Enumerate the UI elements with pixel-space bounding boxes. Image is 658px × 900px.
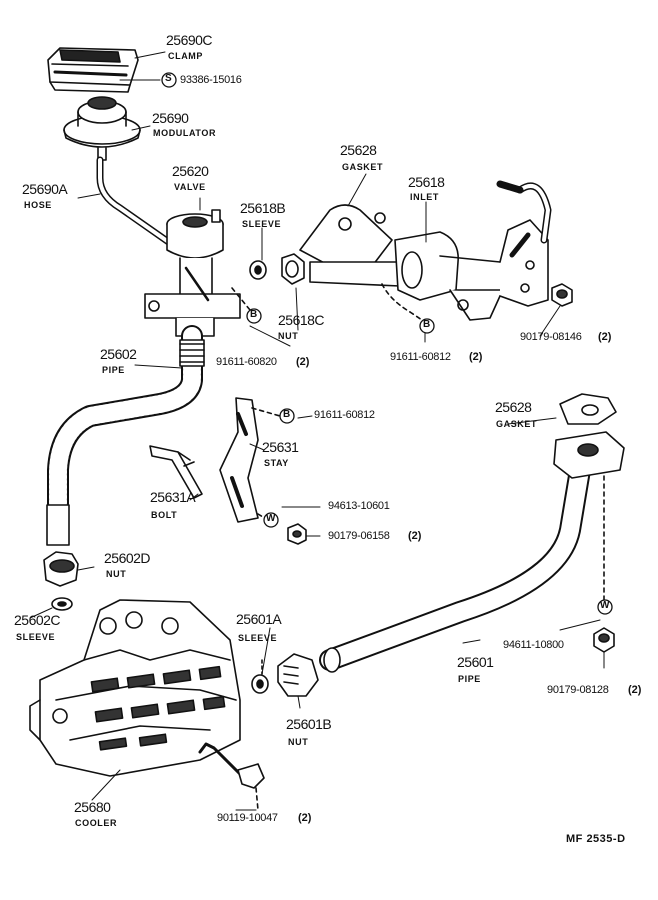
stay-drawing — [219, 397, 281, 523]
pipe-right-number: 25601 — [457, 654, 494, 670]
valve-number: 25620 — [172, 163, 209, 179]
fastener-94611-10800: 94611-10800 — [503, 639, 564, 651]
symbol-b-letter-2: B — [423, 319, 431, 330]
gasket-right-number: 25628 — [495, 399, 532, 415]
nut-90179-08128-drawing — [593, 627, 615, 653]
modulator-drawing — [63, 96, 141, 161]
qty-90179-08146: (2) — [598, 331, 612, 343]
sleeve-25602c-name: SLEEVE — [16, 632, 56, 642]
symbol-b-letter-1: B — [250, 309, 258, 320]
valve-name: VALVE — [174, 182, 206, 192]
symbol-b-circle-3 — [279, 408, 295, 424]
sleeve-25602c-number: 25602C — [14, 612, 61, 628]
gasket-top-name: GASKET — [342, 162, 384, 172]
fastener-91611-60812-a: 91611-60812 — [390, 351, 451, 363]
bolt-drawing — [149, 445, 203, 499]
cooler-drawing — [29, 599, 241, 777]
symbol-w-letter-1: W — [266, 513, 276, 524]
nut-25618c-drawing — [281, 253, 305, 285]
fastener-90179-08128: 90179-08128 — [547, 684, 609, 696]
inlet-name: INLET — [410, 192, 439, 202]
nut-90179-08146-drawing — [551, 283, 573, 307]
sleeve-25618b-name: SLEEVE — [242, 219, 282, 229]
nut-25602d-drawing — [43, 551, 79, 587]
nut-25601b-name: NUT — [288, 737, 309, 747]
clamp-drawing — [47, 47, 139, 93]
nut-25602d-name: NUT — [106, 569, 127, 579]
pipe-right-name: PIPE — [458, 674, 481, 684]
stay-number: 25631 — [262, 439, 299, 455]
sleeve-25601a-number: 25601A — [236, 611, 282, 627]
fastener-91611-60820: 91611-60820 — [216, 356, 277, 368]
hose-drawing — [96, 156, 184, 254]
hose-number: 25690A — [22, 181, 68, 197]
nut-25618c-number: 25618C — [278, 312, 325, 328]
symbol-b-circle-2 — [419, 318, 435, 334]
gasket-right-drawing — [559, 393, 617, 425]
modulator-name: MODULATOR — [153, 128, 217, 138]
inlet-drawing — [309, 180, 552, 323]
fastener-93386-15016: 93386-15016 — [180, 74, 242, 86]
fastener-symbols — [161, 72, 613, 615]
nut-25618c-name: NUT — [278, 331, 299, 341]
pipe-left-name: PIPE — [102, 365, 125, 375]
hose-name: HOSE — [24, 200, 52, 210]
nut-90179-06158-drawing — [257, 513, 307, 545]
fastener-90179-08146: 90179-08146 — [520, 331, 582, 343]
symbol-s-circle — [161, 72, 177, 88]
nut-25601b-drawing — [277, 653, 319, 697]
pipe-left-number: 25602 — [100, 346, 137, 362]
symbol-w-circle-1 — [263, 512, 279, 528]
sleeve-25602c-drawing — [51, 597, 73, 611]
cooler-number: 25680 — [74, 799, 111, 815]
symbol-b-letter-3: B — [283, 409, 291, 420]
symbol-w-letter-2: W — [600, 600, 610, 611]
bolt-name: BOLT — [151, 510, 178, 520]
qty-90119-10047: (2) — [298, 812, 312, 824]
qty-91611-60820: (2) — [296, 356, 310, 368]
fastener-90119-10047: 90119-10047 — [217, 812, 278, 824]
valve-drawing — [144, 209, 251, 337]
symbol-w-circle-2 — [597, 599, 613, 615]
qty-90179-08128: (2) — [628, 684, 642, 696]
stay-name: STAY — [264, 458, 289, 468]
gasket-top-number: 25628 — [340, 142, 377, 158]
bolt-number: 25631A — [150, 489, 196, 505]
clamp-number: 25690C — [166, 32, 213, 48]
clamp-name: CLAMP — [168, 51, 203, 61]
fastener-91611-60812-b: 91611-60812 — [314, 409, 375, 421]
modulator-number: 25690 — [152, 110, 189, 126]
diagram-code: MF 2535-D — [566, 833, 626, 845]
fastener-90179-06158: 90179-06158 — [328, 530, 390, 542]
fastener-94613-10601: 94613-10601 — [328, 500, 390, 512]
sleeve-25618b-drawing — [249, 260, 267, 280]
inlet-number: 25618 — [408, 174, 445, 190]
sleeve-25601a-drawing — [251, 659, 269, 694]
nut-25602d-number: 25602D — [104, 550, 151, 566]
pipe-right-drawing — [319, 431, 625, 673]
nut-25601b-number: 25601B — [286, 716, 332, 732]
gasket-right-name: GASKET — [496, 419, 538, 429]
bolt-90119-10047-drawing — [198, 742, 265, 811]
pipe-left-drawing — [46, 325, 205, 546]
leader-lines — [29, 51, 605, 811]
symbol-b-circle-1 — [246, 308, 262, 324]
qty-91611-60812-a: (2) — [469, 351, 483, 363]
sleeve-25618b-number: 25618B — [240, 200, 286, 216]
cooler-name: COOLER — [75, 818, 118, 828]
qty-90179-06158: (2) — [408, 530, 422, 542]
sleeve-25601a-name: SLEEVE — [238, 633, 278, 643]
symbol-s-letter: S — [165, 73, 172, 84]
